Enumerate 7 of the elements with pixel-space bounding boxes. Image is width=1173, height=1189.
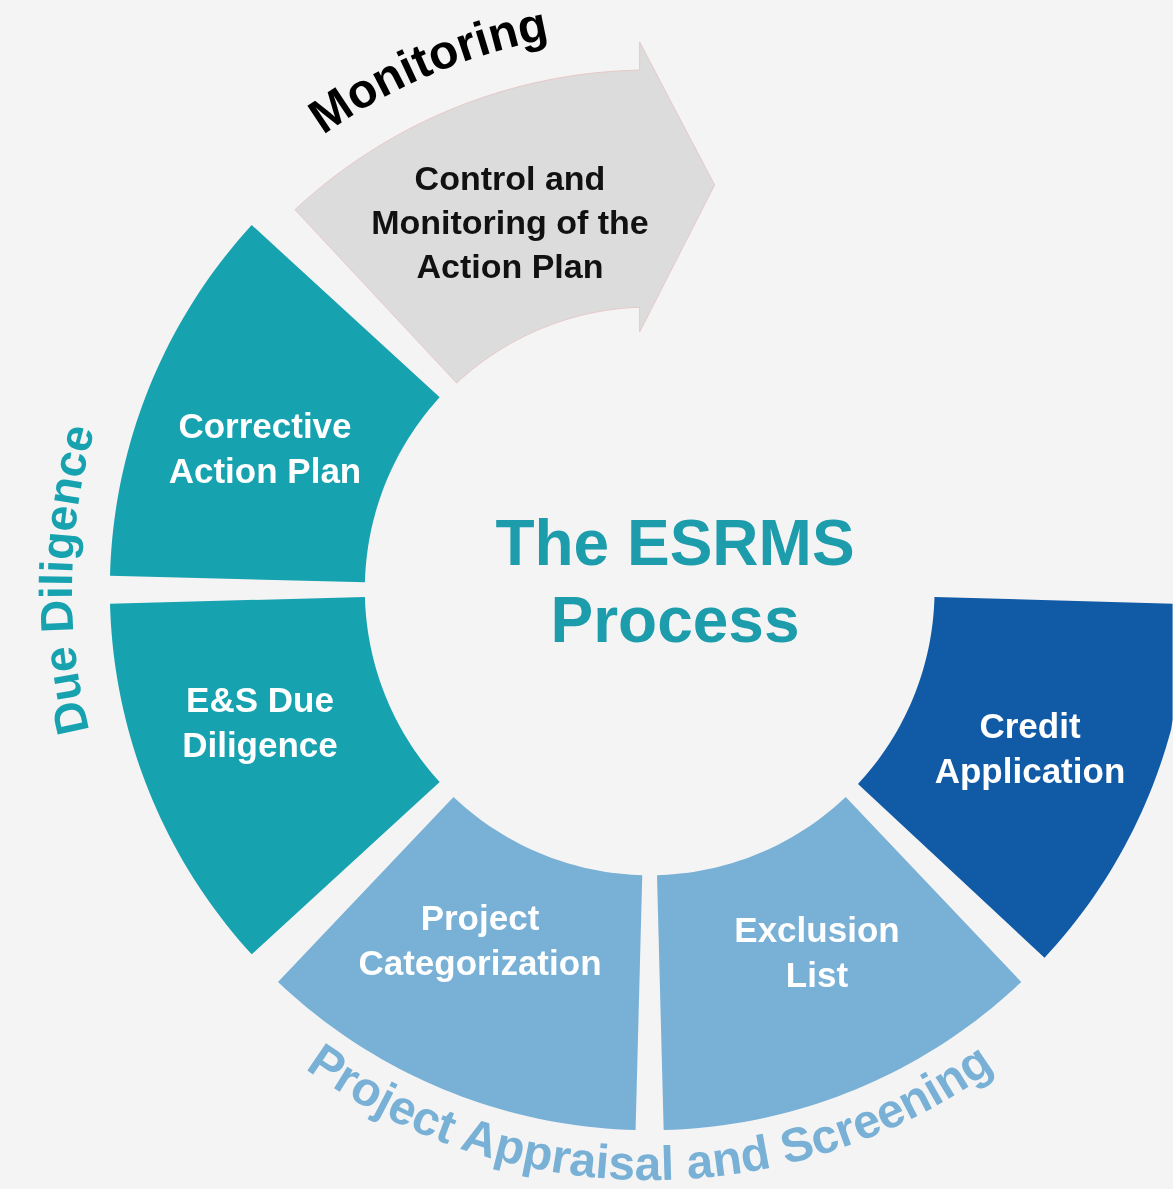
- segment-label: Credit Application: [933, 704, 1127, 792]
- segment-label: Control and Monitoring of the Action Plan: [370, 157, 650, 288]
- diagram-title: The ESRMS Process: [494, 506, 856, 658]
- segment-label: Exclusion List: [733, 908, 901, 996]
- segment-label: E&S Due Diligence: [181, 678, 339, 766]
- segment-label: Project Categorization: [357, 896, 603, 984]
- segment-label: Corrective Action Plan: [167, 404, 363, 492]
